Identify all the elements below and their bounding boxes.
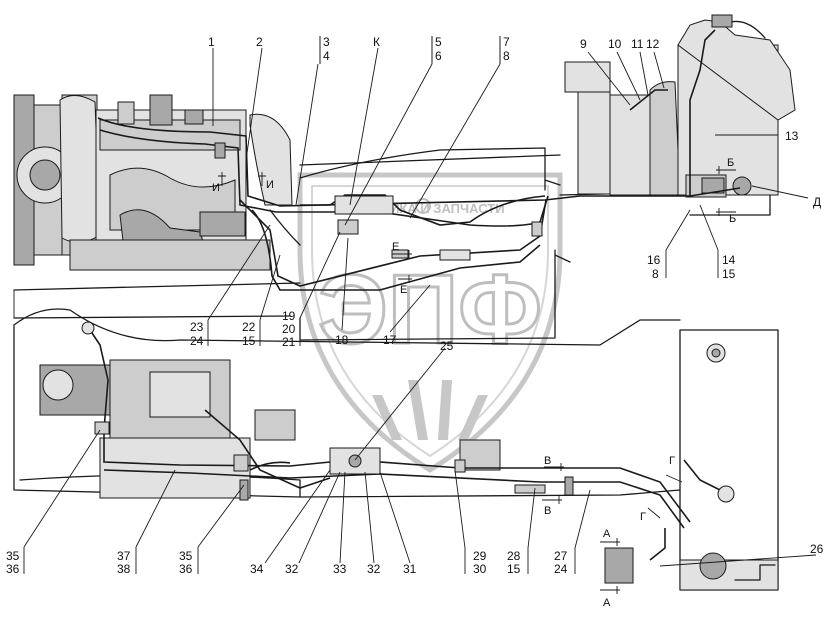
section-mark-E-2: Е (400, 284, 407, 296)
section-mark-I-2: И (266, 179, 274, 191)
section-mark-E-1: Е (392, 241, 399, 253)
frame-rail-top (13, 147, 771, 319)
callout-25: 25 (440, 339, 454, 353)
section-mark-A-1: А (603, 528, 611, 540)
callout-8b: 8 (652, 267, 659, 281)
callout-21: 21 (282, 335, 296, 349)
callout-6: 6 (435, 49, 442, 63)
callout-9: 9 (580, 37, 587, 51)
callout-12: 12 (646, 37, 660, 51)
callout-37: 37 (117, 549, 131, 563)
callout-15b: 15 (242, 334, 256, 348)
callout-33: 33 (333, 562, 347, 576)
callout-10: 10 (608, 37, 622, 51)
callout-35: 35 (6, 549, 20, 563)
section-mark-B-1: Б (727, 157, 734, 169)
fuel-tank-top-view (564, 14, 796, 198)
section-mark-I-1: И (212, 182, 220, 194)
callout-14: 14 (722, 253, 736, 267)
callout-1: 1 (208, 35, 215, 49)
callout-23: 23 (190, 320, 204, 334)
callout-15c: 15 (507, 562, 521, 576)
callout-18: 18 (335, 333, 349, 347)
engine-top-view (13, 94, 293, 271)
section-marks: И И Б Б Е Е В В Г Г А А (212, 157, 736, 609)
callout-3: 3 (323, 35, 330, 49)
callout-4: 4 (323, 49, 330, 63)
fraction-ticks (319, 36, 501, 64)
callout-28: 28 (507, 549, 521, 563)
callout-22: 22 (242, 320, 256, 334)
callout-24b: 24 (554, 562, 568, 576)
section-mark-G-1: Г (669, 455, 675, 467)
callout-2: 2 (256, 35, 263, 49)
wheat-ear-icon (372, 380, 488, 440)
section-mark-V-1: В (544, 455, 551, 467)
callout-K: К (373, 35, 380, 49)
callout-17: 17 (383, 333, 397, 347)
callout-D: Д (813, 195, 821, 209)
callout-32: 32 (285, 562, 299, 576)
watermark-brand: ЭПФ (318, 254, 542, 364)
section-mark-B-2: Б (729, 213, 736, 225)
callout-38: 38 (117, 562, 131, 576)
callout-32b: 32 (367, 562, 381, 576)
leader-lines (23, 36, 817, 574)
fuel-lines-bottom (81, 321, 735, 561)
callout-36b: 36 (179, 562, 193, 576)
vehicle-body-outline-top (269, 154, 571, 341)
section-mark-G-2: Г (640, 511, 646, 523)
engine-bottom-view (39, 343, 779, 591)
callout-19: 19 (282, 309, 296, 323)
callout-5: 5 (435, 35, 442, 49)
gear-icon (415, 198, 431, 214)
callout-34: 34 (250, 562, 264, 576)
callout-35b: 35 (179, 549, 193, 563)
callout-30: 30 (473, 562, 487, 576)
callout-36: 36 (6, 562, 20, 576)
callout-24: 24 (190, 334, 204, 348)
callout-7: 7 (503, 35, 510, 49)
callout-8: 8 (503, 49, 510, 63)
section-mark-A-2: А (603, 597, 611, 609)
callout-13: 13 (785, 129, 799, 143)
callout-labels: 1 2 3 4 К 5 6 7 8 9 10 11 12 13 Д 16 8 1… (6, 35, 824, 576)
section-mark-V-2: В (544, 505, 551, 517)
callout-27: 27 (554, 549, 568, 563)
callout-11: 11 (631, 37, 644, 51)
callout-29: 29 (473, 549, 487, 563)
callout-20: 20 (282, 322, 296, 336)
callout-26: 26 (810, 542, 824, 556)
frame-rail-bottom (13, 308, 681, 498)
callout-16: 16 (647, 253, 661, 267)
callout-15: 15 (722, 267, 736, 281)
callout-31: 31 (403, 562, 417, 576)
